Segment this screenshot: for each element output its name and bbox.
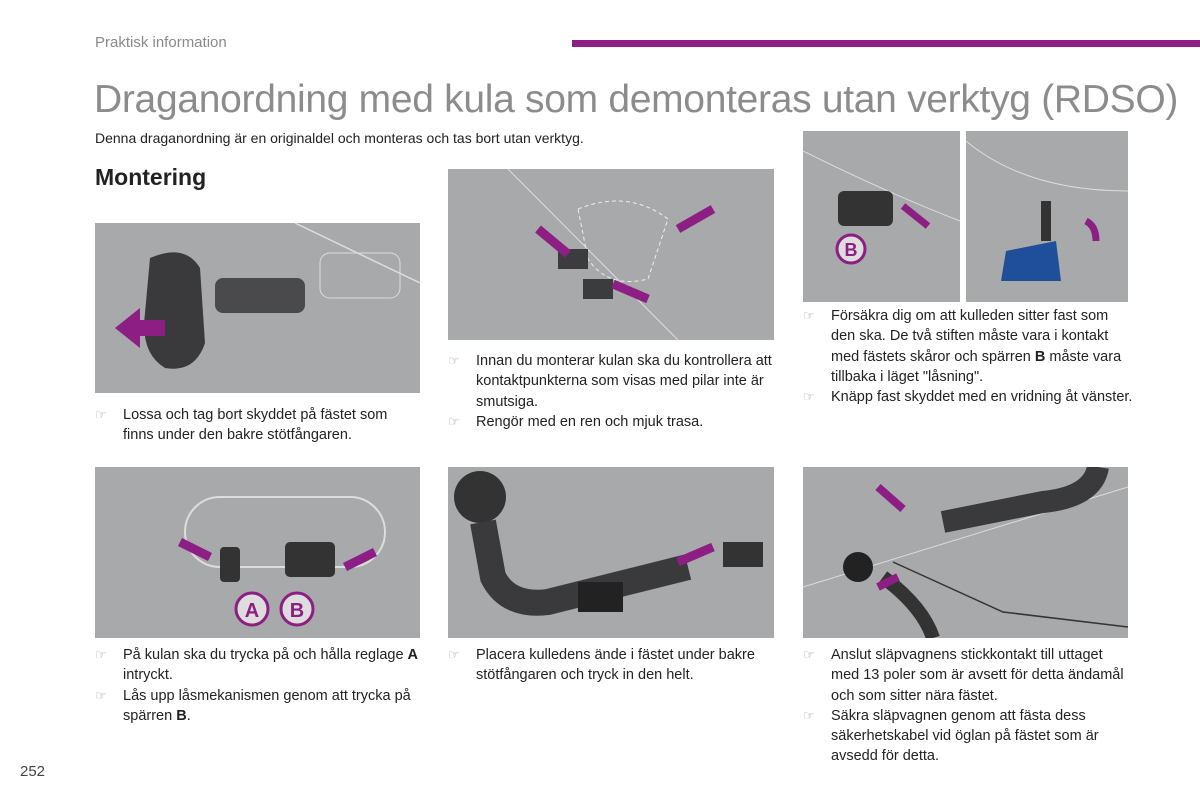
item-text-bold: B [176,707,187,724]
illustration-remove-cover [95,223,420,393]
item-text-pre: Anslut släpvagnens stickkontakt till utt… [831,647,1124,704]
step-2-text: ☞ Innan du monterar kulan ska du kontroll… [448,351,778,432]
item-text-pre: Rengör med en ren och mjuk trasa. [476,413,704,430]
pointing-hand-icon: ☞ [95,407,107,422]
pointing-hand-icon: ☞ [803,647,815,662]
item-text-pre: Försäkra dig om att kulleden sitter fast… [831,308,1109,365]
item-text-pre: Knäpp fast skyddet med en vridning åt vä… [831,389,1133,406]
bullet-item: ☞ Rengör med en ren och mjuk trasa. [448,412,778,432]
item-text-bold: A [407,647,419,663]
pointing-hand-icon: ☞ [448,353,460,368]
pointing-hand-icon: ☞ [803,707,815,723]
bullet-item: ☞ Innan du monterar kulan ska du kontroll… [448,351,778,412]
bullet-item: ☞ Knäpp fast skyddet med en vridning åt v… [803,387,1133,407]
accent-bar [572,40,1200,47]
illustration-refit-cover [966,131,1128,302]
label-b: B [290,600,304,622]
item-text-pre: Lossa och tag bort skyddet på fästet som… [123,407,388,444]
page-title: Draganordning med kula som demonteras ut… [94,78,1179,121]
illustration-check-joint: B [803,131,960,302]
bullet-item: ☞ Försäkra dig om att kulleden sitter fas… [803,306,1133,387]
item-text-post: måste vara tillbaka i läget "låsning". [831,348,1122,385]
item-text-pre: På kulan ska du trycka på och hålla regl… [123,647,408,663]
item-text-post: intryckt. [123,667,173,684]
pointing-hand-icon: ☞ [803,389,815,405]
bullet-item: ☞ Placera kulledens ände i fästet under b… [448,645,778,686]
subtitle: Montering [95,164,207,190]
pointing-hand-icon: ☞ [448,647,460,662]
illustration-connect-plug [803,467,1128,638]
pointing-hand-icon: ☞ [448,413,460,429]
section-header: Praktisk information [95,34,227,51]
item-text-bold: B [1034,348,1046,365]
item-text-post: . [186,707,191,724]
bullet-item: ☞ Anslut släpvagnens stickkontakt till ut… [803,645,1133,706]
item-text-pre: Lås upp låsmekanismen genom att trycka p… [123,687,411,724]
intro-text: Denna draganordning är en originaldel oc… [95,130,584,146]
item-text-pre: Säkra släpvagnen genom att fästa dess sä… [831,707,1099,765]
bullet-item: ☞ På kulan ska du trycka på och hålla reg… [95,645,420,686]
step-6-text: ☞ Anslut släpvagnens stickkontakt till ut… [803,645,1133,767]
label-b: B [845,240,858,260]
page-number: 252 [20,763,46,780]
item-text-pre: Innan du monterar kulan ska du kontrolle… [476,353,772,410]
illustration-insert-ball [448,467,774,638]
bullet-item: ☞ Lås upp låsmekanismen genom att trycka … [95,686,420,727]
bullet-item: ☞ Säkra släpvagnen genom att fästa dess s… [803,706,1133,767]
pointing-hand-icon: ☞ [803,308,815,323]
item-text-pre: Placera kulledens ände i fästet under ba… [476,647,755,684]
label-a: A [245,600,259,622]
step-3-text: ☞ Försäkra dig om att kulleden sitter fas… [803,306,1133,407]
pointing-hand-icon: ☞ [95,687,107,703]
illustration-contact-points [448,169,774,340]
pointing-hand-icon: ☞ [95,647,107,662]
step-4-text: ☞ På kulan ska du trycka på och hålla reg… [95,645,420,726]
bullet-item: ☞ Lossa och tag bort skyddet på fästet so… [95,405,420,446]
step-1-text: ☞ Lossa och tag bort skyddet på fästet so… [95,405,420,446]
step-5-text: ☞ Placera kulledens ände i fästet under b… [448,645,778,686]
